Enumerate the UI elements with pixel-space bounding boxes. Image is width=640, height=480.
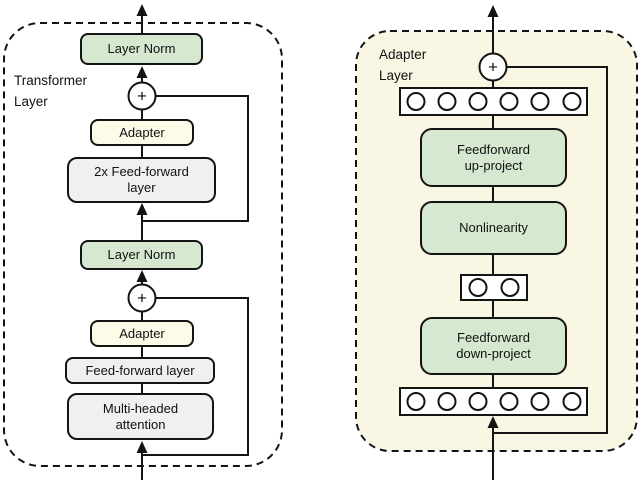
unit-circle xyxy=(530,92,550,111)
feature-row-top xyxy=(399,87,588,116)
unit-circle xyxy=(468,92,488,111)
unit-circle xyxy=(530,392,550,411)
adapter-bottom-box: Adapter xyxy=(90,320,194,347)
feedforward-layer-box: Feed-forward layer xyxy=(65,357,215,384)
unit-circle xyxy=(406,92,426,111)
nonlinearity-box: Nonlinearity xyxy=(420,201,567,255)
arrowhead-up xyxy=(487,5,499,17)
arrowhead-up xyxy=(136,203,148,215)
adapter-layer-label: Adapter Layer xyxy=(379,47,427,83)
plus-icon: + xyxy=(137,289,147,308)
add-node-circle xyxy=(127,283,157,313)
arrowhead-up xyxy=(136,270,148,282)
feature-row-bottom xyxy=(399,387,588,416)
feedforward-2x-box: 2x Feed-forward layer xyxy=(67,157,216,203)
skip-connection-line xyxy=(142,297,249,456)
plus-icon: + xyxy=(488,58,498,77)
layer-norm-bottom-box: Layer Norm xyxy=(80,240,203,270)
unit-circle xyxy=(437,92,457,111)
unit-circle xyxy=(499,92,519,111)
unit-circle xyxy=(468,392,488,411)
add-node-circle xyxy=(127,81,157,111)
feedforward-up-project-box: Feedforward up-project xyxy=(420,128,567,187)
plus-icon: + xyxy=(137,87,147,106)
unit-circle xyxy=(562,392,582,411)
unit-circle xyxy=(499,392,519,411)
skip-connection-line xyxy=(142,95,249,222)
arrowhead-up xyxy=(487,416,499,428)
arrowhead-up xyxy=(136,66,148,78)
transformer-layer-label: Transformer Layer xyxy=(14,73,88,109)
arrowhead-up xyxy=(136,441,148,453)
multi-headed-attention-box: Multi-headed attention xyxy=(67,393,214,440)
arrowhead-up xyxy=(136,4,148,16)
unit-circle xyxy=(500,278,520,297)
unit-circle xyxy=(562,92,582,111)
skip-connection-line xyxy=(493,66,608,434)
adapter-top-box: Adapter xyxy=(90,119,194,146)
arrowheads xyxy=(136,4,499,453)
feedforward-down-project-box: Feedforward down-project xyxy=(420,317,567,375)
unit-circle xyxy=(406,392,426,411)
unit-circle xyxy=(468,278,488,297)
add-node-circle xyxy=(478,52,508,82)
layer-norm-top-box: Layer Norm xyxy=(80,33,203,65)
unit-circle xyxy=(437,392,457,411)
